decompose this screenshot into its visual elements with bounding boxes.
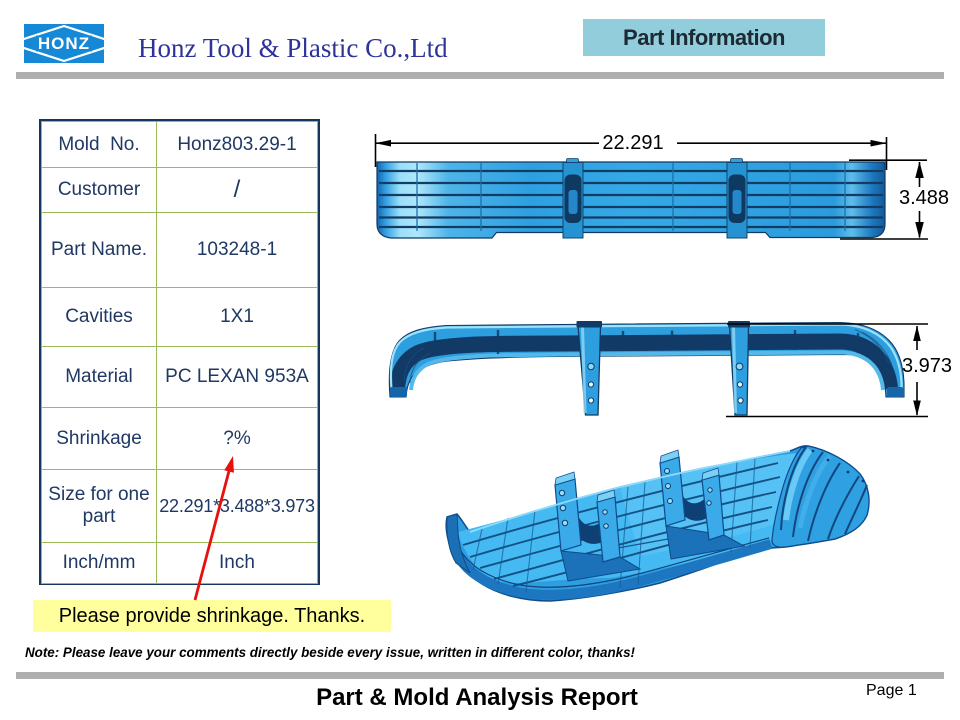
svg-text:3.973: 3.973 <box>902 355 952 377</box>
svg-text:3.488: 3.488 <box>899 187 949 209</box>
svg-text:22.291: 22.291 <box>602 132 663 154</box>
